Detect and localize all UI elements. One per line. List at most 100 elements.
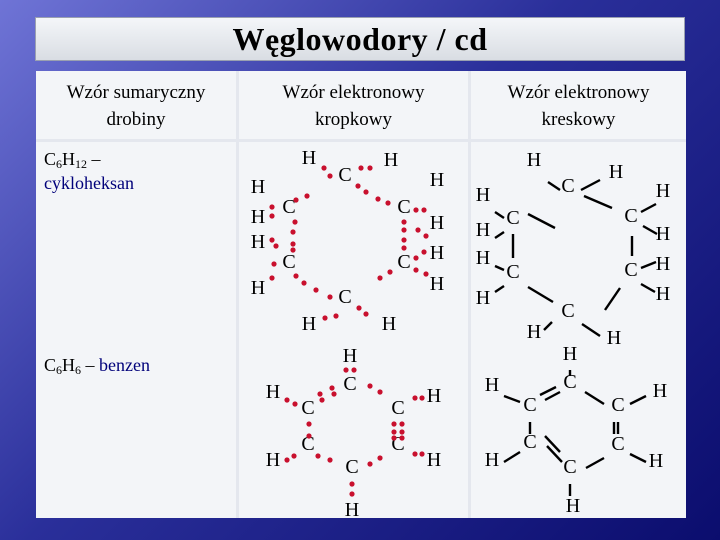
header-divider	[36, 139, 686, 142]
electron-dot	[421, 207, 427, 213]
hydrogen-atom: H	[430, 169, 444, 191]
bond-line	[642, 224, 658, 236]
electron-dot	[317, 391, 323, 397]
bond-line	[527, 212, 556, 230]
electron-dot	[367, 383, 373, 389]
hydrogen-atom: H	[251, 277, 265, 299]
header-line: Wzór elektronowy	[507, 82, 650, 103]
hydrogen-atom: H	[343, 345, 357, 367]
bond-line	[580, 178, 601, 192]
hydrogen-atom: H	[653, 380, 667, 402]
electron-dot	[269, 213, 275, 219]
electron-dot	[351, 367, 357, 373]
carbon-atom: C	[506, 261, 519, 283]
bond-line	[494, 285, 505, 293]
carbon-atom: C	[338, 286, 351, 308]
electron-dot	[363, 189, 369, 195]
carbon-atom: C	[282, 251, 295, 273]
hydrogen-atom: H	[563, 343, 577, 365]
hydrogen-atom: H	[266, 381, 280, 403]
electron-dot	[413, 207, 419, 213]
hydrogen-atom: H	[430, 273, 444, 295]
electron-dot	[333, 313, 339, 319]
electron-dot	[331, 391, 337, 397]
hydrogen-atom: H	[566, 495, 580, 517]
electron-dot	[377, 389, 383, 395]
electron-dot	[367, 461, 373, 467]
carbon-atom: C	[624, 259, 637, 281]
hydrogen-atom: H	[485, 449, 499, 471]
bond-line	[494, 231, 505, 239]
hydrogen-atom: H	[251, 231, 265, 253]
electron-dot	[304, 193, 310, 199]
electron-dot	[306, 421, 312, 427]
carbon-atom: C	[611, 433, 624, 455]
electron-dot	[271, 261, 277, 267]
bond-line	[494, 211, 505, 219]
electron-dot	[284, 397, 290, 403]
electron-dot	[419, 451, 425, 457]
hydrogen-atom: H	[656, 180, 670, 202]
hydrogen-atom: H	[476, 247, 490, 269]
bond-line	[544, 390, 561, 402]
header-formula: Wzór sumaryczny drobiny	[36, 79, 236, 133]
electron-dot	[412, 451, 418, 457]
header-line: kropkowy	[314, 109, 393, 130]
electron-dot	[391, 421, 397, 427]
row-label-benzene: C6H6 – benzen	[44, 355, 150, 377]
header-line: drobiny	[106, 109, 166, 130]
bond-line	[604, 287, 621, 311]
header-dot-formula: Wzór elektronowy kropkowy	[239, 79, 468, 133]
electron-dot	[399, 435, 405, 441]
hydrogen-atom: H	[476, 287, 490, 309]
header-line: Wzór elektronowy	[282, 82, 425, 103]
electron-dot	[343, 367, 349, 373]
electron-dot	[423, 271, 429, 277]
electron-dot	[399, 421, 405, 427]
electron-dot	[322, 315, 328, 321]
electron-dot	[377, 275, 383, 281]
electron-dot	[355, 183, 361, 189]
electron-dot	[391, 429, 397, 435]
bond-line	[539, 385, 557, 397]
carbon-atom: C	[561, 175, 574, 197]
hydrogen-atom: H	[527, 321, 541, 343]
electron-dot	[421, 249, 427, 255]
content-table: Wzór sumaryczny drobiny Wzór elektronowy…	[36, 71, 686, 518]
hydrogen-atom: H	[656, 283, 670, 305]
electron-dot	[391, 435, 397, 441]
carbon-atom: C	[345, 456, 358, 478]
carbon-atom: C	[563, 456, 576, 478]
bond-line	[503, 450, 521, 464]
bond-line	[544, 435, 561, 453]
hydrogen-atom: H	[649, 450, 663, 472]
electron-dot	[269, 275, 275, 281]
carbon-atom: C	[561, 300, 574, 322]
electron-dot	[284, 457, 290, 463]
bond-line	[581, 323, 601, 337]
electron-dot	[401, 245, 407, 251]
hydrogen-atom: H	[485, 374, 499, 396]
carbon-atom: C	[391, 397, 404, 419]
carbon-atom: C	[338, 164, 351, 186]
electron-dot	[401, 219, 407, 225]
electron-dot	[387, 269, 393, 275]
bond-line	[503, 394, 521, 404]
carbon-atom: C	[397, 196, 410, 218]
hydrogen-atom: H	[430, 212, 444, 234]
electron-dot	[301, 280, 307, 286]
hydrogen-atom: H	[476, 219, 490, 241]
hydrogen-atom: H	[302, 147, 316, 169]
bond-line	[584, 390, 605, 406]
bond-line	[546, 445, 563, 463]
electron-dot	[349, 481, 355, 487]
electron-dot	[329, 385, 335, 391]
carbon-atom: C	[506, 207, 519, 229]
hydrogen-atom: H	[384, 149, 398, 171]
row-label-cyclohexane: C6H12 – cykloheksan	[44, 149, 134, 193]
electron-dot	[273, 243, 279, 249]
electron-dot	[419, 395, 425, 401]
hydrogen-atom: H	[430, 242, 444, 264]
electron-dot	[423, 233, 429, 239]
